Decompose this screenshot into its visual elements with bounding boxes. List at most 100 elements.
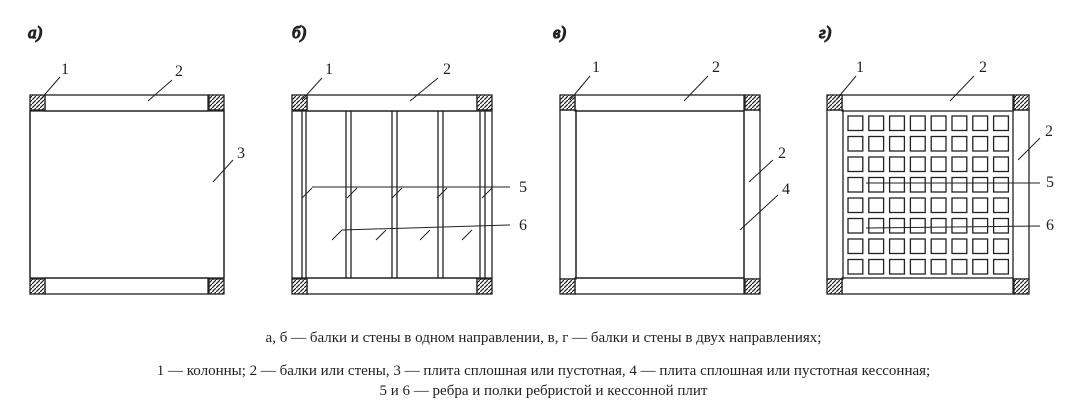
callout-2: 2 [778,145,786,162]
column [1013,278,1030,295]
caption-line-2: 1 — колонны; 2 — балки или стены, 3 — пл… [156,363,931,379]
column [826,94,843,111]
panel-b-label: б) [292,23,307,42]
coffer [992,115,1010,132]
coffer [951,135,968,152]
coffer [972,135,989,152]
beam-bottom [841,277,1014,295]
coffer [909,135,926,152]
coffer [909,217,926,234]
coffer [909,156,926,173]
callout-5: 5 [1046,174,1054,191]
beam-top [574,94,745,112]
coffer [930,197,947,214]
coffer [888,217,906,234]
coffer [847,197,864,214]
coffer [992,176,1010,193]
beam-top [841,94,1014,112]
callout-2: 2 [1045,123,1053,140]
coffer [951,258,968,275]
coffer [888,238,906,255]
coffer [868,156,885,173]
coffer [909,197,926,214]
callout-2: 2 [712,59,720,76]
column [291,278,308,295]
coffer [868,238,885,255]
coffer [888,115,906,132]
coffer [992,217,1010,234]
panel-d-label: г) [819,23,832,42]
coffer [951,156,968,173]
panel-c-label: в) [553,23,566,42]
coffer-grid [847,115,1010,275]
callout-2: 2 [175,63,183,80]
coffer [847,238,864,255]
callout-6: 6 [1046,217,1054,234]
callout-6: 6 [519,217,527,234]
coffer [868,176,885,193]
column [476,278,493,295]
coffer [909,238,926,255]
coffer [888,258,906,275]
coffer [868,258,885,275]
coffer [972,258,989,275]
coffer [930,135,947,152]
coffer [930,156,947,173]
beam-bottom [574,277,745,295]
coffer [972,176,989,193]
coffer [888,197,906,214]
coffer [972,217,989,234]
panel-d: г) 1 2 2 5 6 [818,22,1054,295]
coffer [972,115,989,132]
panel-c: в) 1 2 2 4 [552,22,790,295]
beam-top [44,94,209,112]
callout-5: 5 [519,179,527,196]
coffer [868,135,885,152]
beam-left [826,109,844,280]
coffer [888,156,906,173]
coffer [992,238,1010,255]
coffer [847,176,864,193]
coffer [847,135,864,152]
panel-b: б) 1 2 5 6 [291,22,527,295]
coffer [972,197,989,214]
beam-right [743,109,761,280]
column [29,278,46,295]
column [826,278,843,295]
coffer [847,217,864,234]
column [1013,94,1030,111]
callout-3: 3 [237,145,245,162]
coffer [972,238,989,255]
slab [575,110,745,279]
coffer [951,197,968,214]
coffer [930,258,947,275]
panel-a: а) 1 2 3 [27,22,245,295]
coffer [951,115,968,132]
coffer [847,115,864,132]
column [208,94,225,111]
callout-1: 1 [325,61,333,78]
callout-4: 4 [782,181,790,198]
column [744,278,761,295]
coffer [868,217,885,234]
coffer [868,197,885,214]
callout-2: 2 [979,59,987,76]
beam-right [1012,109,1030,280]
coffer [951,176,968,193]
coffer [930,217,947,234]
coffer [992,197,1010,214]
callout-1: 1 [592,59,600,76]
coffer [930,238,947,255]
coffer [992,258,1010,275]
callout-2: 2 [443,61,451,78]
coffer [847,156,864,173]
beam-bottom [306,277,478,295]
coffer [868,115,885,132]
coffer [992,156,1010,173]
coffer [888,176,906,193]
column [476,94,493,111]
slab [29,110,225,279]
coffer [951,217,968,234]
coffer [888,135,906,152]
